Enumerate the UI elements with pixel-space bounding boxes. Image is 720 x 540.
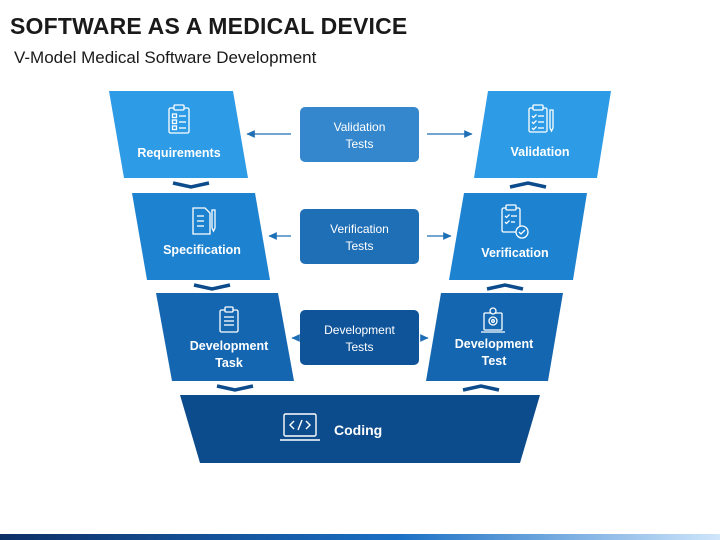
test-development-tests: Development Tests	[300, 310, 419, 365]
test-validation-tests-box	[300, 107, 419, 162]
test-development-tests-label-line2: Tests	[345, 340, 373, 354]
stage-requirements-label: Requirements	[137, 146, 220, 160]
test-development-tests-label: Development	[324, 323, 395, 337]
page-subtitle: V-Model Medical Software Development	[14, 48, 317, 67]
stage-development-task-label-line2: Task	[215, 356, 243, 370]
test-gear-icon	[481, 307, 505, 333]
stage-coding-shape	[180, 395, 540, 463]
stage-specification-shape	[132, 193, 270, 280]
chevron-up-icon	[486, 283, 524, 291]
flow-chevrons	[172, 181, 547, 392]
stage-coding-label: Coding	[334, 422, 382, 438]
test-verification-tests-label-line2: Tests	[345, 239, 373, 253]
test-validation-tests-label: Validation	[334, 120, 386, 134]
chevron-down-icon	[216, 384, 254, 392]
test-verification-tests-box	[300, 209, 419, 264]
connector-arrows	[246, 130, 473, 342]
test-validation-tests-label-line2: Tests	[345, 137, 373, 151]
stage-validation: Validation	[474, 91, 611, 178]
clipboard-check-pen-icon	[528, 104, 554, 133]
stage-development-task-shape	[156, 293, 294, 381]
stage-development-task: Development Task	[156, 293, 294, 381]
stage-verification: Verification	[449, 193, 587, 280]
chevron-down-icon	[172, 181, 210, 189]
test-validation-tests: Validation Tests	[300, 107, 419, 162]
clipboard-verified-icon	[501, 204, 529, 239]
stage-validation-shape	[474, 91, 611, 178]
stage-development-task-label: Development	[190, 339, 269, 353]
stage-development-test-label-line2: Test	[482, 354, 508, 368]
stage-development-test-shape	[426, 293, 563, 381]
test-verification-tests: Verification Tests	[300, 209, 419, 264]
task-list-icon	[219, 306, 239, 333]
stage-development-test-label: Development	[455, 337, 534, 351]
code-laptop-icon	[280, 413, 320, 441]
document-pen-icon	[192, 207, 216, 235]
chevron-up-icon	[462, 384, 500, 392]
stage-specification-label: Specification	[163, 243, 241, 257]
stage-specification: Specification	[132, 193, 270, 280]
test-verification-tests-label: Verification	[330, 222, 389, 236]
stage-development-test: Development Test	[426, 293, 563, 381]
test-development-tests-box	[300, 310, 419, 365]
stage-requirements: Requirements	[109, 91, 248, 178]
clipboard-list-icon	[168, 104, 190, 134]
page-title: SOFTWARE AS A MEDICAL DEVICE	[10, 13, 408, 39]
chevron-up-icon	[509, 181, 547, 189]
chevron-down-icon	[193, 283, 231, 291]
footer-gradient-bar	[0, 534, 720, 540]
stage-validation-label: Validation	[510, 145, 569, 159]
stage-coding: Coding	[180, 395, 540, 463]
stage-requirements-shape	[109, 91, 248, 178]
stage-verification-label: Verification	[481, 246, 548, 260]
